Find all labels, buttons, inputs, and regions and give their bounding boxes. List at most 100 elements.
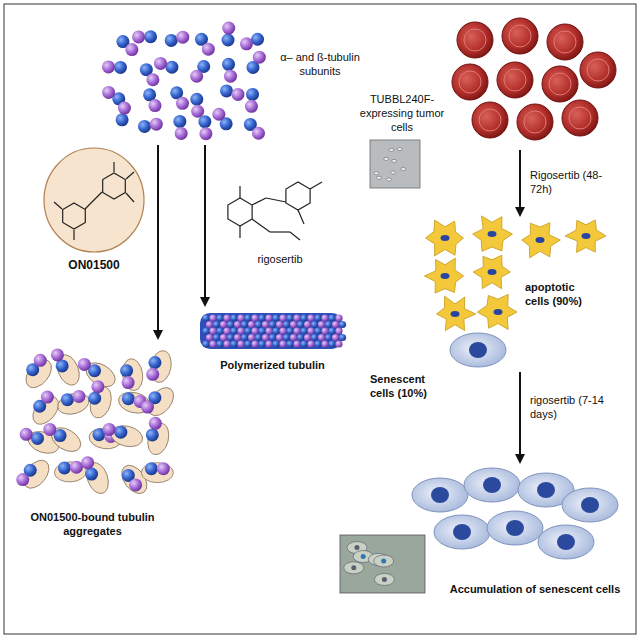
beta-tubulin — [154, 57, 167, 70]
beta-tubulin — [118, 102, 131, 115]
alpha-tubulin — [122, 392, 135, 405]
tumor-cell-ring — [524, 111, 546, 133]
tumor-cell-ring — [509, 25, 531, 47]
bond — [85, 198, 96, 209]
bond — [126, 172, 134, 179]
tubulin-unit — [258, 314, 265, 321]
tubulin-unit — [328, 340, 335, 347]
micrograph-cell — [384, 157, 389, 160]
tubulin-unit — [272, 314, 279, 321]
tubulin-unit — [202, 314, 209, 321]
treatment-label: Rigosertib (48-72h) — [530, 168, 610, 196]
alpha-tubulin — [198, 115, 211, 128]
micrograph-cell — [344, 562, 364, 574]
bond — [73, 230, 74, 240]
tumor-cell — [472, 102, 508, 138]
micrograph-cell — [401, 168, 406, 171]
nucleus — [441, 235, 450, 241]
tubulin-unit — [265, 340, 272, 347]
tumor-cell-ring — [587, 59, 609, 81]
tubulin-unit — [339, 334, 346, 341]
micrograph — [340, 535, 425, 593]
tubulin-unit — [339, 321, 346, 328]
beta-tubulin — [91, 380, 104, 393]
benzene-ring — [286, 182, 310, 210]
tubulin-unit — [293, 340, 300, 347]
tubulin-unit — [297, 321, 304, 328]
tubulin-unit — [216, 314, 223, 321]
drug-oval: ON01500 — [38, 146, 150, 286]
bond — [113, 162, 114, 172]
tumor-cell — [497, 62, 533, 98]
nucleus — [488, 269, 497, 275]
beta-tubulin — [34, 354, 47, 367]
apoptotic-cell — [565, 220, 606, 253]
alpha-tubulin — [146, 428, 159, 441]
tumor-cell — [547, 24, 583, 60]
tubulin-unit — [237, 327, 244, 334]
tubulin-unit — [258, 340, 265, 347]
beta-tubulin — [149, 417, 162, 430]
tubulin-unit — [321, 314, 328, 321]
beta-tubulin — [81, 456, 94, 469]
bond — [126, 193, 134, 202]
microtubule — [200, 313, 342, 349]
alpha-tubulin — [58, 461, 71, 474]
beta-tubulin — [146, 368, 159, 381]
tubulin-unit — [279, 314, 286, 321]
alpha-tubulin — [173, 115, 186, 128]
tubulin-unit — [304, 334, 311, 341]
beta-tubulin — [252, 127, 265, 140]
tubulin-unit — [202, 340, 209, 347]
alpha-tubulin — [114, 61, 127, 74]
tumor-cell-ring — [479, 109, 501, 131]
tubulin-unit — [286, 314, 293, 321]
tubulin-unit — [223, 340, 230, 347]
nucleus — [441, 273, 450, 279]
nucleus — [536, 237, 545, 243]
tubulin-unit — [276, 321, 283, 328]
beta-tubulin — [150, 118, 163, 131]
alpha-tubulin — [61, 393, 74, 406]
group-label: α– and ß-tubulin subunits — [274, 50, 366, 78]
tubulin-unit — [300, 314, 307, 321]
tubulin-unit — [272, 340, 279, 347]
beta-tubulin — [146, 73, 159, 86]
bond — [310, 182, 322, 189]
micrograph-cell — [391, 171, 396, 174]
beta-tubulin — [122, 376, 135, 389]
tubulin-unit — [279, 340, 286, 347]
tubulin-unit — [293, 314, 300, 321]
tubulin-unit — [234, 321, 241, 328]
tubulin-unit — [209, 314, 216, 321]
benzene-ring — [63, 203, 86, 229]
result-label: Accumulation of senescent cells — [445, 582, 625, 596]
tumor-cell — [580, 52, 616, 88]
alpha-tubulin — [246, 88, 259, 101]
bond — [252, 198, 266, 205]
alpha-tubulin — [220, 84, 233, 97]
bond — [96, 192, 102, 198]
micrograph — [370, 140, 420, 188]
nucleus — [431, 487, 449, 503]
tubulin-unit — [223, 314, 230, 321]
beta-tubulin — [41, 391, 54, 404]
micrograph-cell — [374, 172, 379, 175]
tubulin-unit — [262, 334, 269, 341]
alpha-tubulin — [165, 34, 178, 47]
tubulin-unit — [311, 334, 318, 341]
tubulin-unit — [213, 321, 220, 328]
tubulin-unit — [248, 334, 255, 341]
tubulin-unit — [234, 334, 241, 341]
cell-label: apoptotic cells (90%) — [525, 280, 597, 308]
tubulin-unit — [286, 340, 293, 347]
micrograph-nucleus — [354, 545, 359, 550]
tumor-cell-ring — [549, 73, 571, 95]
tubulin-unit — [314, 327, 321, 334]
beta-tubulin — [20, 428, 33, 441]
apoptotic-cell — [477, 294, 517, 329]
senescent-cell — [487, 511, 543, 545]
tubulin-unit — [279, 327, 286, 334]
apoptotic-cell — [473, 255, 510, 289]
tubulin-unit — [328, 314, 335, 321]
